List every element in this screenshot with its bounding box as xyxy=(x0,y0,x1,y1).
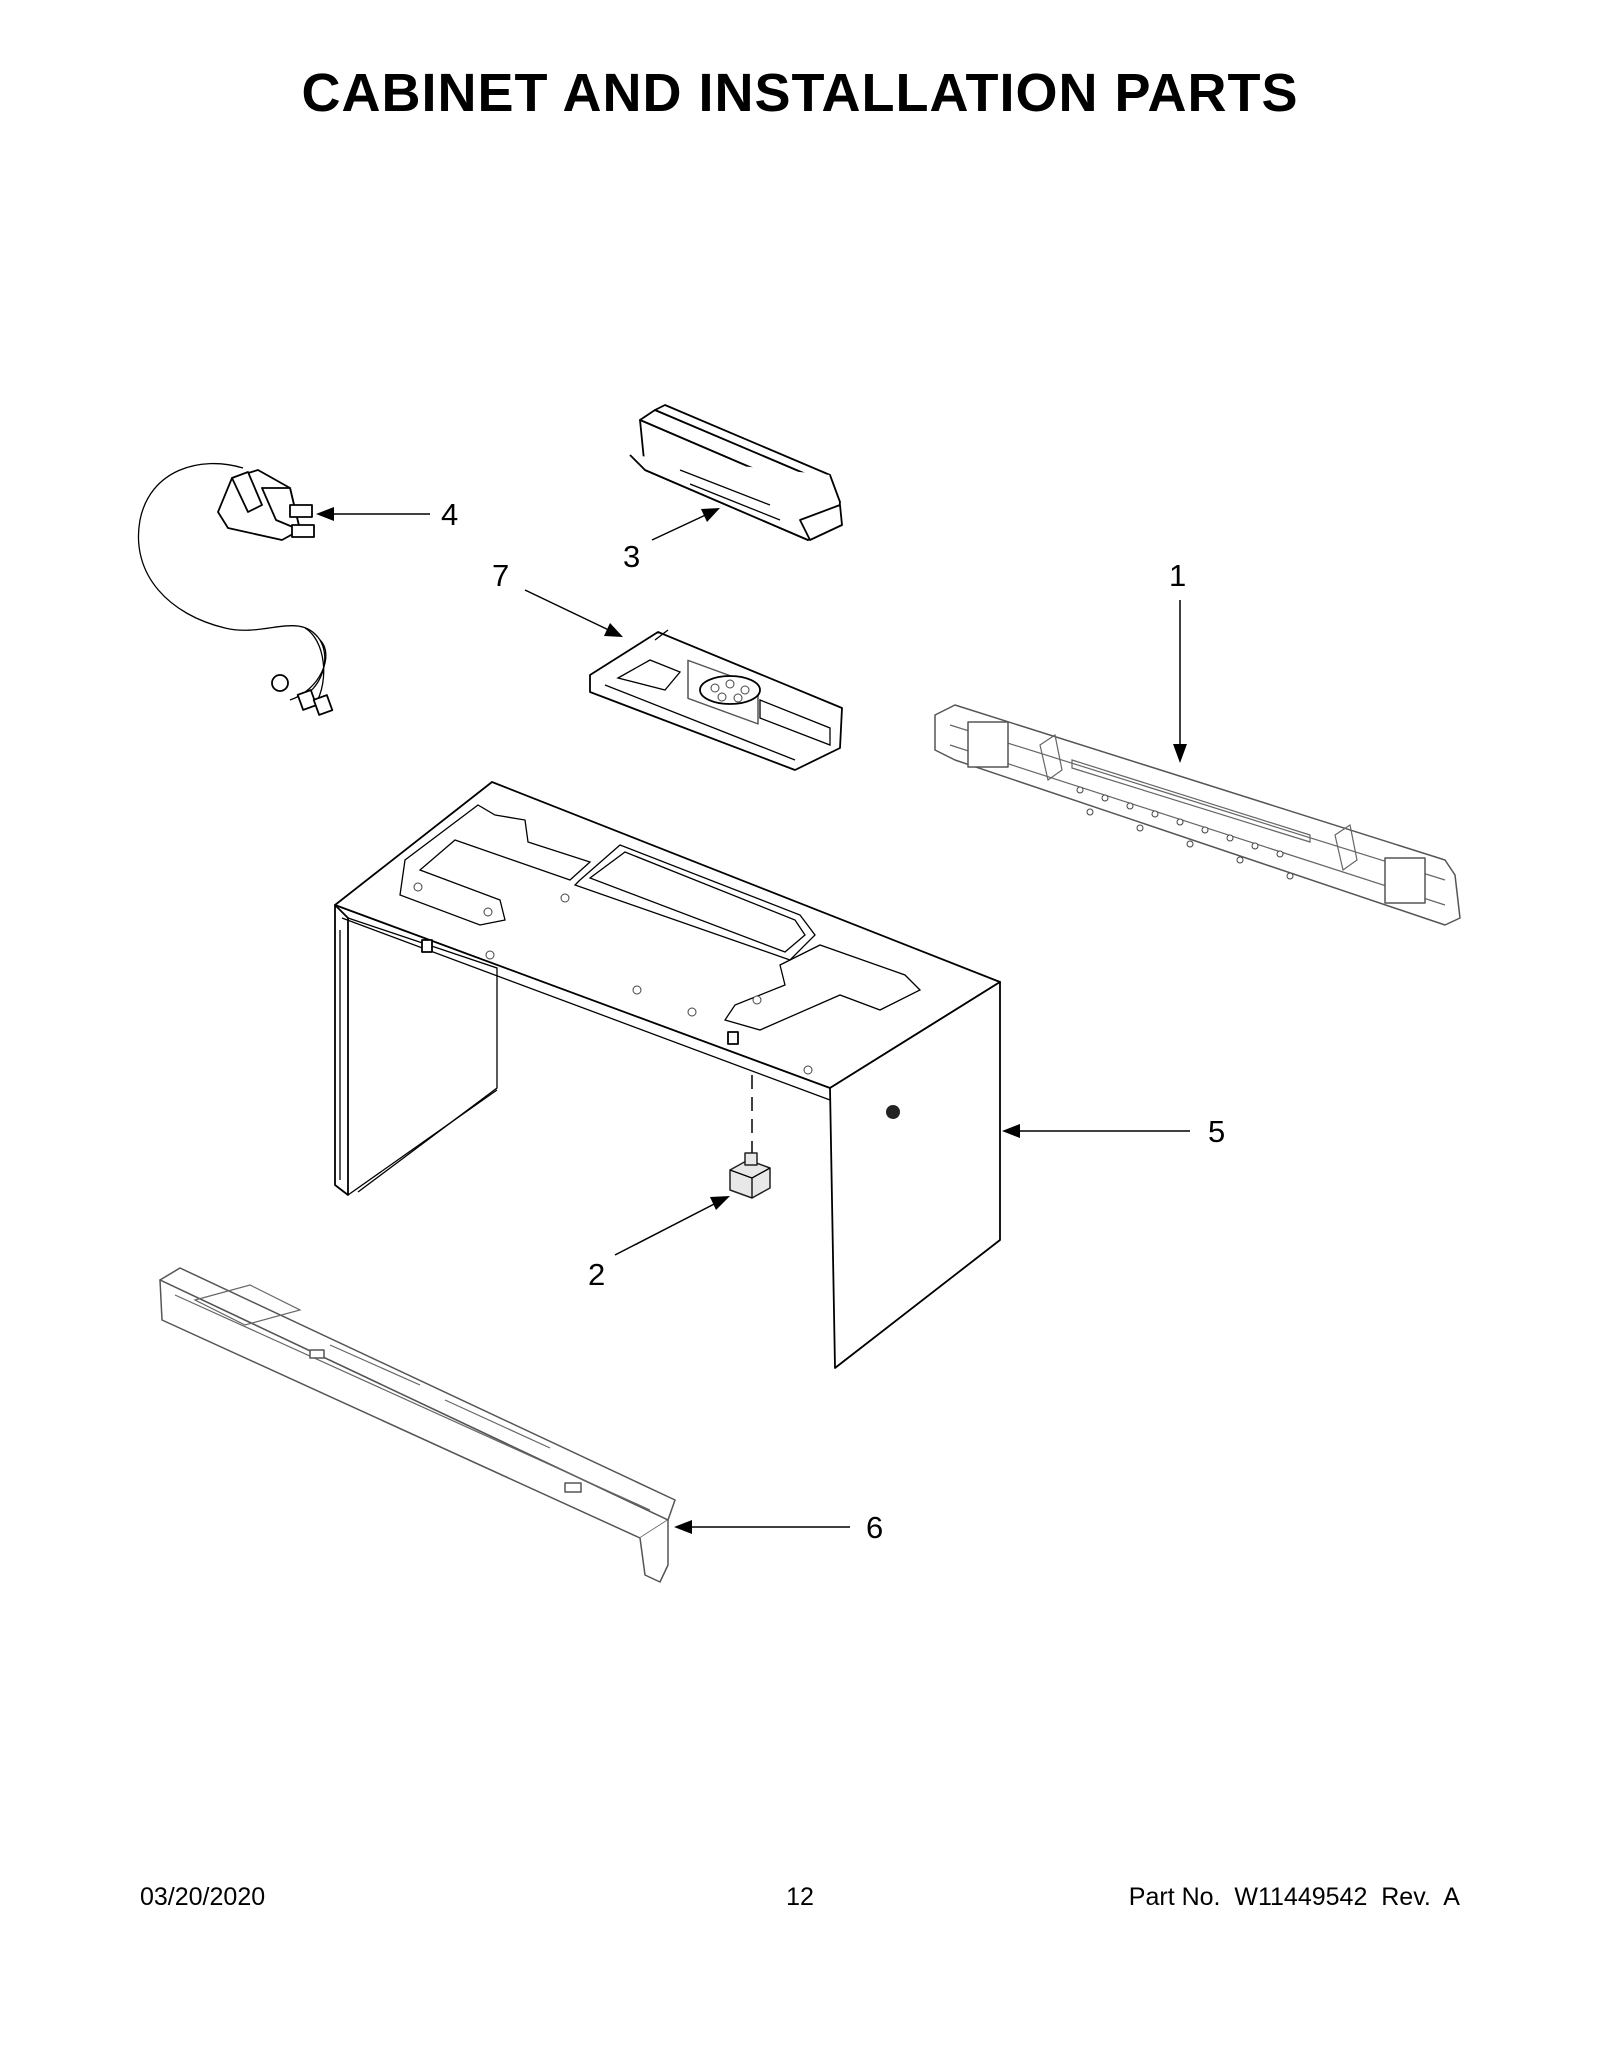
cabinet-part xyxy=(334,781,1001,1369)
callout-3: 3 xyxy=(623,539,640,574)
footer-part-number: Part No. W11449542 Rev. A xyxy=(1128,1883,1460,1911)
callout-5: 5 xyxy=(1208,1114,1225,1149)
callout-1: 1 xyxy=(1169,558,1186,593)
vent-damper-part xyxy=(629,404,843,541)
page-title: CABINET AND INSTALLATION PARTS xyxy=(301,63,1299,123)
power-cord-part xyxy=(137,462,334,716)
footer-date: 03/20/2020 xyxy=(140,1883,266,1911)
wall-plate-holes xyxy=(1076,786,1294,880)
mounting-plate-part xyxy=(589,629,843,771)
footer-page-number: 12 xyxy=(786,1883,814,1911)
callout-7: 7 xyxy=(492,558,509,593)
callout-6: 6 xyxy=(866,1510,883,1545)
wall-plate-part xyxy=(934,704,1461,926)
callout-2: 2 xyxy=(588,1257,605,1292)
mounting-clip-part xyxy=(729,1152,771,1199)
front-trim-part xyxy=(159,1267,676,1583)
leader-lines xyxy=(316,507,1190,1534)
callout-4: 4 xyxy=(441,497,458,532)
